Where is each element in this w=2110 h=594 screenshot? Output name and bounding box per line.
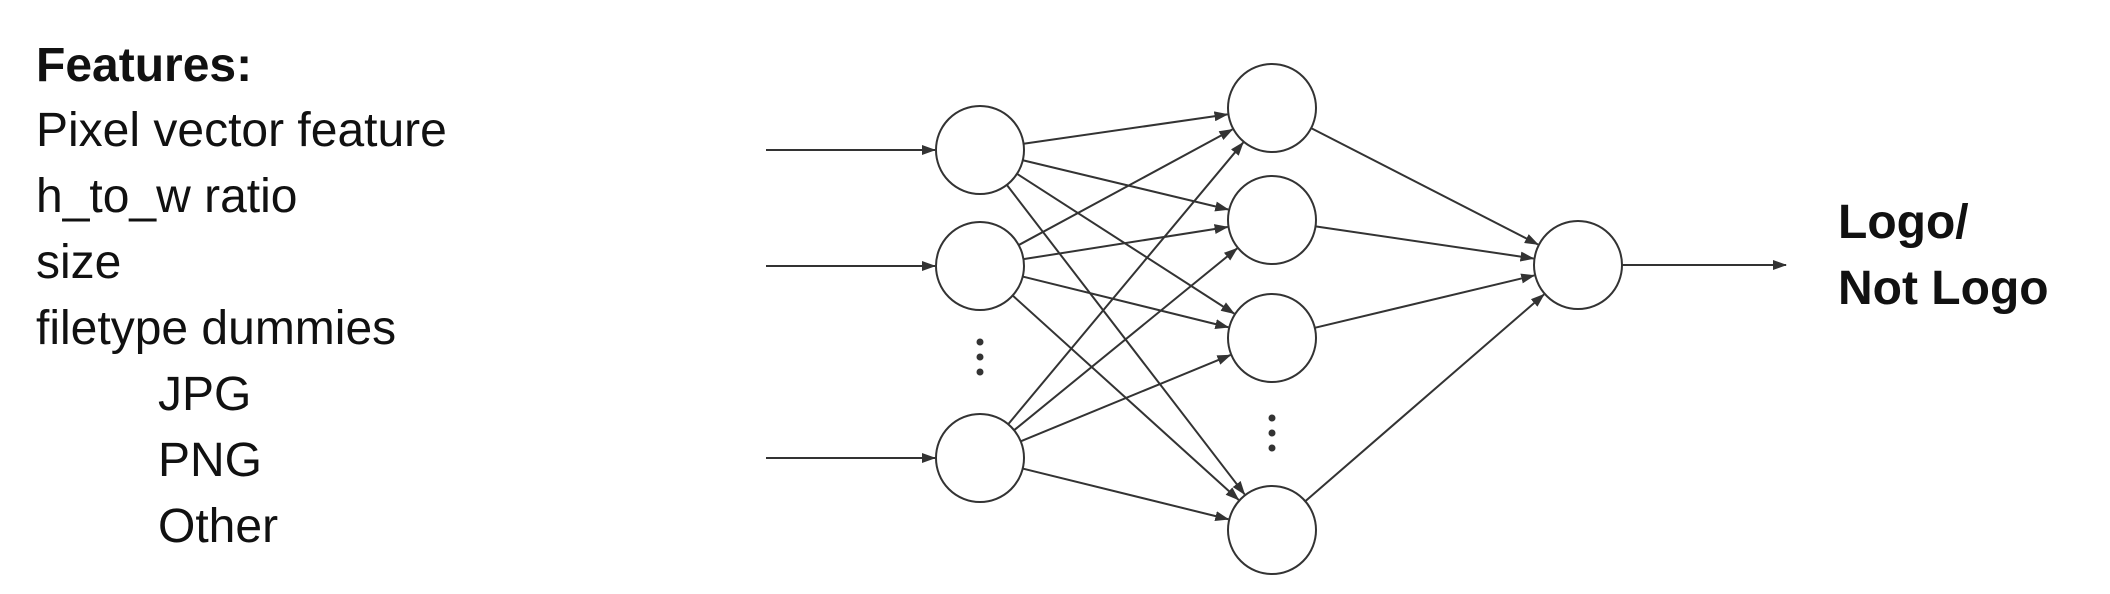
input-node-1 (935, 105, 1025, 195)
filetype-other: Other (158, 500, 279, 553)
hidden-node-4 (1227, 485, 1317, 575)
output-label-line1: Logo/ (1838, 196, 1969, 249)
input-node-3 (935, 413, 1025, 503)
feature-list: Pixel vector feature h_to_w ratio size f… (36, 98, 596, 362)
edge-hidden-3-output (1314, 273, 1536, 329)
output-label: Logo/ Not Logo (1838, 190, 2049, 322)
edge-hidden-1-output (1310, 127, 1539, 246)
feature-item-filetype-dummies: filetype dummies (36, 302, 397, 355)
edge-input-2-hidden-3 (1022, 275, 1230, 329)
edge-hidden-4-output (1304, 293, 1545, 502)
feature-item-size: size (36, 236, 122, 289)
network-ellipses (976, 338, 1276, 452)
output-node (1533, 220, 1623, 310)
edge-input-3-hidden-4 (1022, 467, 1230, 521)
hidden-ellipsis-dot-2 (1268, 429, 1276, 437)
hidden-node-3 (1227, 293, 1317, 383)
edge-input-3-hidden-1 (1007, 141, 1244, 425)
network-nodes (935, 63, 1623, 575)
network-edges (766, 111, 1787, 521)
input-ellipsis-dot-3 (976, 368, 984, 376)
hidden-ellipsis-dot-1 (1268, 414, 1276, 422)
filetype-png: PNG (158, 434, 263, 487)
features-title: Features: (36, 39, 253, 92)
feature-item-pixel-vector: Pixel vector feature (36, 104, 447, 157)
filetype-jpg: JPG (158, 368, 252, 421)
hidden-ellipsis-dot-3 (1268, 444, 1276, 452)
filetype-sub-list: JPG PNG Other (36, 362, 596, 560)
input-ellipsis-dot-2 (976, 353, 984, 361)
features-panel: Features: Pixel vector feature h_to_w ra… (36, 34, 596, 560)
edge-input-1-hidden-1 (1023, 111, 1229, 145)
output-label-line2: Not Logo (1838, 262, 2049, 315)
edge-input-1-hidden-2 (1022, 159, 1230, 212)
input-ellipsis-dot-1 (976, 338, 984, 346)
hidden-node-1 (1227, 63, 1317, 153)
edge-hidden-2-output (1315, 225, 1535, 262)
hidden-node-2 (1227, 175, 1317, 265)
edge-input-2-hidden-1 (1018, 128, 1234, 246)
edge-input-3-hidden-2 (1013, 247, 1238, 431)
input-node-2 (935, 221, 1025, 311)
edge-input-3-hidden-3 (1020, 354, 1232, 443)
feature-item-h-to-w-ratio: h_to_w ratio (36, 170, 298, 223)
edge-input-2-hidden-2 (1023, 224, 1229, 261)
